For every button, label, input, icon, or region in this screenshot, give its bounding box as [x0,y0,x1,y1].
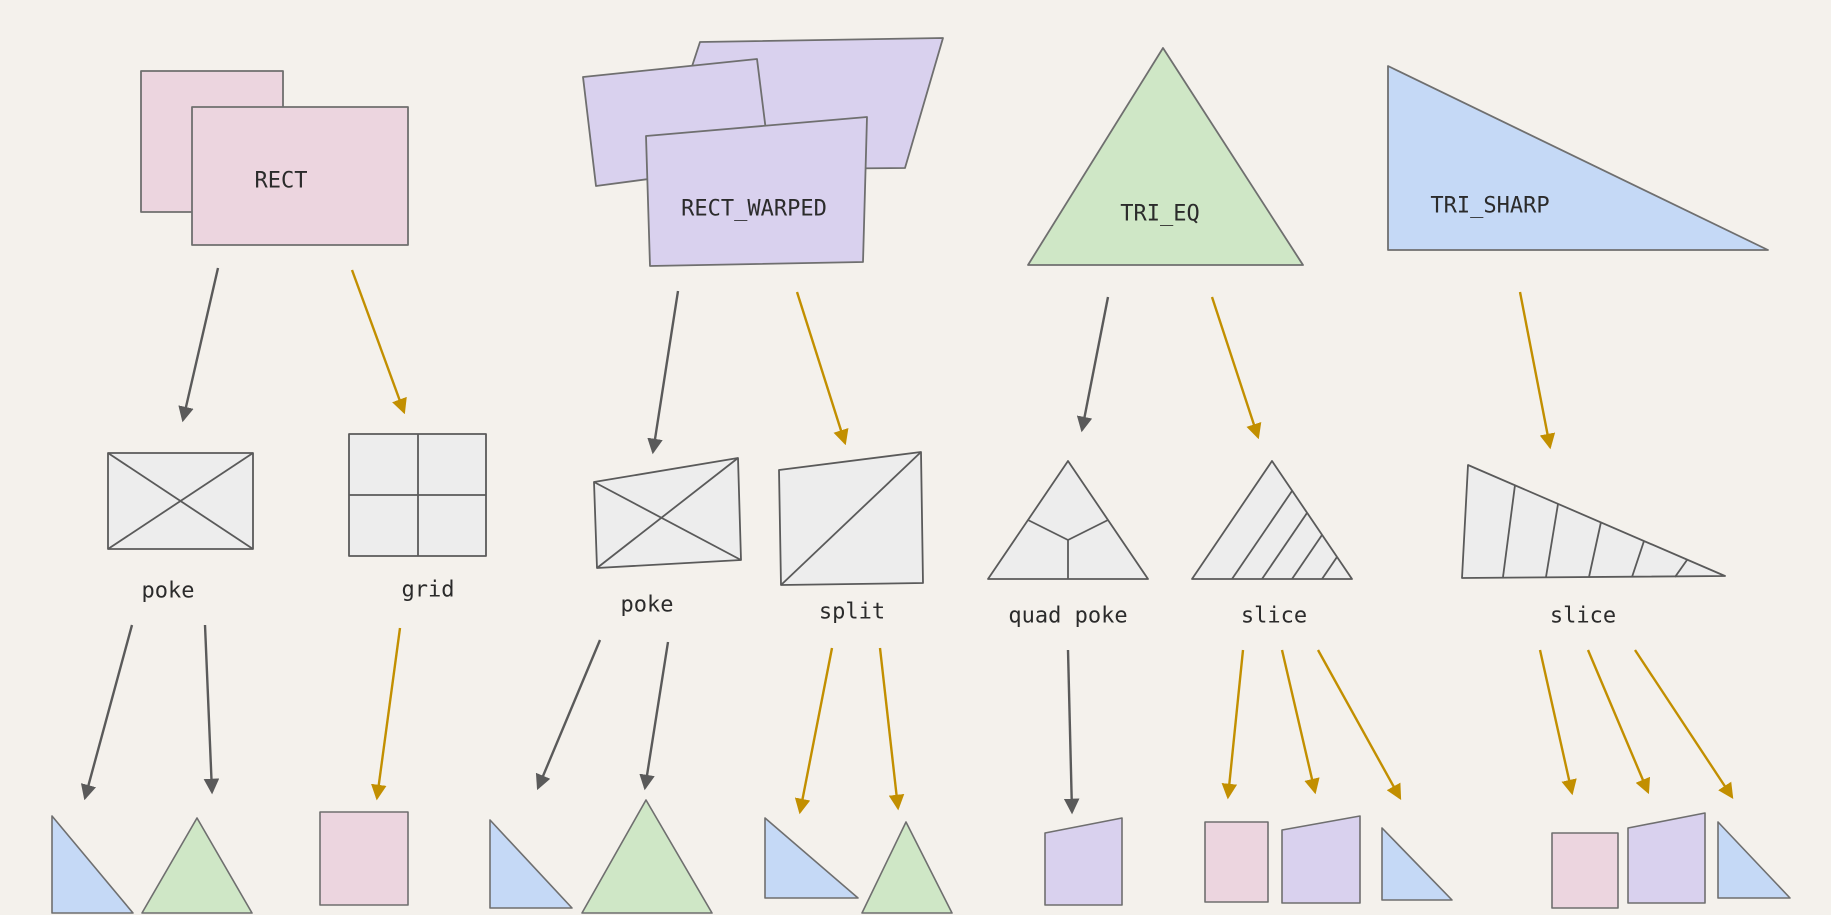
op-quad-poke [987,460,1149,580]
source-tri-eq-shape [1027,47,1304,266]
output-square-pink [319,811,409,906]
source-tri-sharp-shape [1387,65,1769,251]
output-tri-green-3 [861,821,953,914]
op-slice-sharp-inner-line [1588,521,1602,578]
op-slice-eq-inner-line [1321,556,1338,580]
output-quad-purple-2 [1281,815,1361,904]
output-tri-blue-2 [489,819,573,909]
op-poke-rect-label: poke [142,579,195,604]
arrow-gray-7 [80,624,134,801]
op-slice-sharp-shape [1461,464,1726,579]
arrow-gold-15 [1221,649,1245,800]
arrow-gold-3 [795,291,849,446]
output-tri-blue-3 [764,817,859,899]
op-poke-rect [107,452,254,550]
op-slice-sharp-label: slice [1550,604,1616,629]
arrow-gold-1 [350,269,407,415]
arrows-layer [80,267,1734,815]
nodes-layer [51,37,1791,914]
arrow-gold-16 [1280,649,1320,795]
arrow-gray-2 [647,290,680,455]
source-rect-warped-shape [645,116,868,267]
arrow-gold-19 [1586,649,1651,795]
output-tri-green-1 [141,817,253,914]
op-split-inner-line [780,451,922,586]
output-tri-blue-5 [1717,821,1791,899]
op-slice-eq-inner-line [1261,512,1308,580]
op-grid [348,433,487,557]
output-tri-green-2 [581,799,713,914]
op-slice-eq-label: slice [1241,604,1307,629]
arrow-gold-18 [1538,649,1577,796]
arrow-gold-5 [1210,296,1262,440]
arrow-gray-11 [639,641,670,791]
arrow-gray-14 [1063,649,1080,815]
arrow-gold-9 [371,627,402,801]
arrow-gray-10 [535,639,602,791]
source-tri-sharp-label: TRI_SHARP [1430,194,1549,219]
source-rect-label: RECT [255,169,308,194]
op-slice-sharp-inner-line [1545,503,1559,578]
op-slice-sharp [1461,464,1726,579]
arrow-gray-8 [203,624,220,795]
op-poke-warped [593,457,742,569]
op-quad-poke-label: quad poke [1008,604,1127,629]
arrow-gray-4 [1076,296,1110,433]
op-slice-sharp-inner-line [1502,484,1516,578]
source-rect-shape [191,106,409,246]
op-poke-warped-inner-line [593,481,742,561]
arrow-gold-12 [794,647,834,815]
op-slice-eq-inner-line [1231,490,1293,580]
op-slice-eq [1191,460,1353,580]
op-grid-label: grid [402,578,455,603]
source-rect-warped [582,37,944,267]
op-poke-warped-inner-line [596,457,739,569]
arrow-gray-0 [178,267,220,423]
output-quad-purple-1 [1044,817,1123,906]
op-split [778,451,924,586]
op-slice-eq-inner-line [1291,534,1323,580]
output-rect-pink-1 [1204,821,1269,903]
arrow-gold-20 [1633,649,1734,799]
arrow-gold-6 [1518,291,1556,450]
op-quad-poke-inner-line [1027,519,1069,541]
source-tri-sharp [1387,65,1769,251]
arrow-gold-17 [1316,649,1402,801]
output-tri-blue-4 [1381,827,1453,901]
output-tri-blue-1 [51,815,134,914]
op-split-label: split [819,600,885,625]
source-rect-warped-label: RECT_WARPED [681,197,827,222]
op-slice-sharp-inner-line [1674,559,1688,578]
output-quad-purple-3 [1627,812,1706,904]
op-quad-poke-inner-line [1067,519,1109,541]
source-tri-eq-label: TRI_EQ [1120,202,1199,227]
op-poke-warped-label: poke [621,593,674,618]
source-rect [140,70,409,246]
op-slice-sharp-inner-line [1631,540,1645,578]
arrow-gold-13 [878,647,905,811]
source-tri-eq [1027,47,1304,266]
op-poke-rect-inner-line [107,452,254,550]
output-rect-pink-2 [1551,832,1619,909]
